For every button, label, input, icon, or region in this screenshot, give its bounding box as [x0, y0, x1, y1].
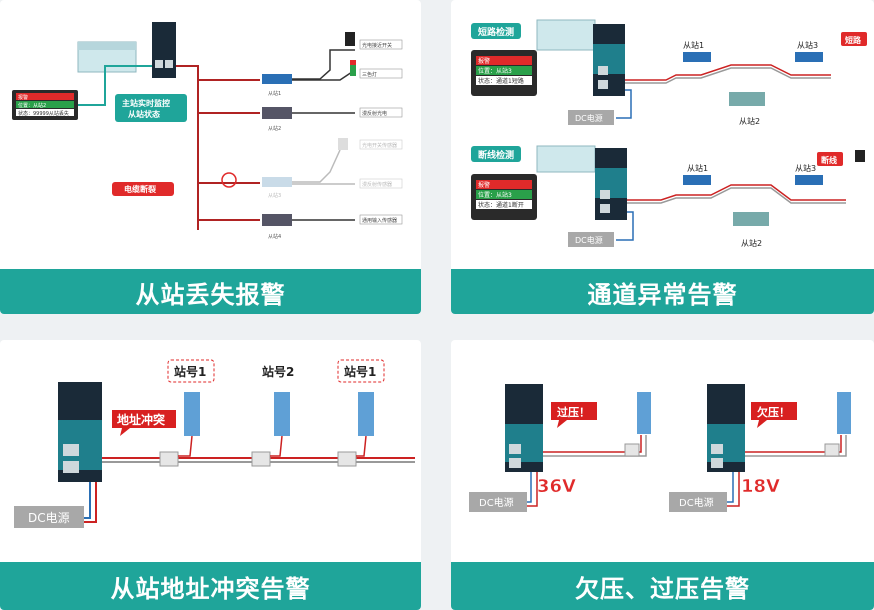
- main-cable: [176, 65, 199, 230]
- short-slave2-label: 从站2: [739, 116, 760, 126]
- open-slave2-label: 从站2: [741, 238, 762, 248]
- panel-slave-lost: 报警 位置：从站2 状态：99999从站丢失 从站1 从站2 从站3 从站4 光…: [0, 0, 421, 314]
- label-diffuse-sensor: 漫反射传感器: [362, 181, 392, 188]
- conflict-tag: [112, 410, 176, 436]
- slave-tag-1: 从站1: [268, 90, 281, 97]
- hmi-line2: 位置：从站2: [18, 102, 46, 109]
- hmi-line3: 状态：99999从站丢失: [18, 110, 69, 117]
- dc-left: [469, 492, 527, 512]
- voltage-alarm-diagram: DC电源 36V 过压！ DC电源 18V 欠压！: [469, 384, 851, 512]
- slave-lost-diagram: 报警 位置：从站2 状态：99999从站丢失 从站1 从站2 从站3 从站4 光…: [12, 22, 403, 240]
- slave-1: [262, 74, 292, 84]
- label-lamp: 三色灯: [362, 71, 377, 78]
- open-slave1: [683, 175, 711, 185]
- dc-left-label: DC电源: [479, 496, 514, 509]
- label-photo: 光电开关传感器: [362, 142, 397, 149]
- conflict-dc-label: DC电源: [28, 511, 70, 525]
- station-tag-1a: [167, 359, 215, 383]
- station-1b: [358, 392, 374, 436]
- conflict-text: 地址冲突: [117, 412, 165, 427]
- station-label-2: 站号2: [262, 364, 294, 379]
- slave-tag-2: 从站2: [268, 125, 281, 132]
- open-tag-text: 断线: [821, 155, 837, 165]
- callout-line2: 从站状态: [128, 109, 160, 119]
- break-marker: [221, 172, 237, 188]
- open-slave2: [733, 212, 769, 226]
- short-slave2: [729, 92, 765, 106]
- short-title-tag: [471, 23, 521, 39]
- slave-tag-4: 从站4: [268, 233, 281, 240]
- open-tag: [817, 152, 843, 166]
- banner-voltage-alarm: 欠压、过压告警: [451, 562, 874, 610]
- open-dc-label: DC电源: [575, 235, 603, 245]
- panel-voltage-alarm: DC电源 36V 过压！ DC电源 18V 欠压！ 欠压、过压告警: [451, 340, 874, 610]
- open-dc: [568, 232, 614, 247]
- slave-2: [262, 107, 292, 119]
- open-slave3: [795, 175, 823, 185]
- label-input: 通用输入传感器: [362, 217, 397, 224]
- over-slave: [637, 392, 651, 434]
- cable-break-text: 电缆断裂: [124, 184, 156, 194]
- open-hmi-l3: 状态：通道1断开: [478, 201, 524, 209]
- label-diffuse: 漫反射光电: [362, 110, 387, 117]
- slave-tag-3: 从站3: [268, 192, 281, 199]
- short-plc: [536, 19, 596, 51]
- cable-break-tag: [112, 182, 174, 196]
- open-slave1-label: 从站1: [687, 163, 708, 173]
- address-conflict-diagram: DC电源 站号1 站号2 站号1 地址冲突: [14, 359, 415, 528]
- panel-address-conflict: DC电源 站号1 站号2 站号1 地址冲突 从站地址冲突告警: [0, 340, 421, 610]
- under-slave: [837, 392, 851, 434]
- short-hmi-l2: 位置：从站3: [478, 67, 512, 75]
- over-tag: [551, 402, 597, 428]
- open-slave3-label: 从站3: [795, 163, 816, 173]
- conflict-dc: [14, 506, 84, 528]
- short-tag: [841, 32, 867, 46]
- open-title: 断线检测: [478, 149, 514, 161]
- station-label-1b: 站号1: [344, 364, 376, 379]
- master-device: [152, 22, 176, 78]
- open-hmi-l1: 报警: [478, 181, 490, 189]
- under-tag-text: 欠压！: [757, 405, 790, 419]
- station-label-1a: 站号1: [174, 364, 206, 379]
- over-voltage-value: 36V: [537, 476, 576, 497]
- banner-address-conflict: 从站地址冲突告警: [0, 562, 421, 610]
- slave-4: [262, 214, 292, 226]
- short-title: 短路检测: [478, 26, 514, 38]
- station-2: [274, 392, 290, 436]
- short-slave1: [683, 52, 711, 62]
- under-voltage-value: 18V: [741, 476, 780, 497]
- short-dc-label: DC电源: [575, 113, 603, 123]
- short-slave3: [795, 52, 823, 62]
- hmi-line1: 报警: [18, 94, 28, 101]
- panel-channel-alarm: 短路检测 报警 位置：从站3 状态：通道1短路 DC电源 从站1 从站2 从站3…: [451, 0, 874, 314]
- station-1a: [184, 392, 200, 436]
- label-prox: 光电接近开关: [362, 42, 392, 49]
- short-hmi-l1: 报警: [478, 57, 490, 65]
- short-slave3-label: 从站3: [797, 40, 818, 50]
- banner-slave-lost: 从站丢失报警: [0, 269, 421, 314]
- slave-3: [262, 177, 292, 187]
- short-hmi-l3: 状态：通道1短路: [478, 77, 524, 85]
- banner-channel-alarm: 通道异常告警: [451, 269, 874, 314]
- dc-right: [669, 492, 727, 512]
- open-hmi-l2: 位置：从站3: [478, 191, 512, 199]
- under-tag: [751, 402, 797, 428]
- dc-right-label: DC电源: [679, 496, 714, 509]
- short-tag-text: 短路: [845, 35, 862, 45]
- over-tag-text: 过压！: [557, 405, 590, 419]
- monitor-callout: [115, 94, 187, 122]
- channel-alarm-diagram: 短路检测 报警 位置：从站3 状态：通道1短路 DC电源 从站1 从站2 从站3…: [471, 19, 867, 248]
- short-slave1-label: 从站1: [683, 40, 704, 50]
- station-tag-1b: [337, 359, 385, 383]
- short-dc: [568, 110, 614, 125]
- open-plc: [536, 145, 596, 173]
- callout-line1: 主站实时监控: [122, 98, 170, 108]
- open-title-tag: [471, 146, 521, 162]
